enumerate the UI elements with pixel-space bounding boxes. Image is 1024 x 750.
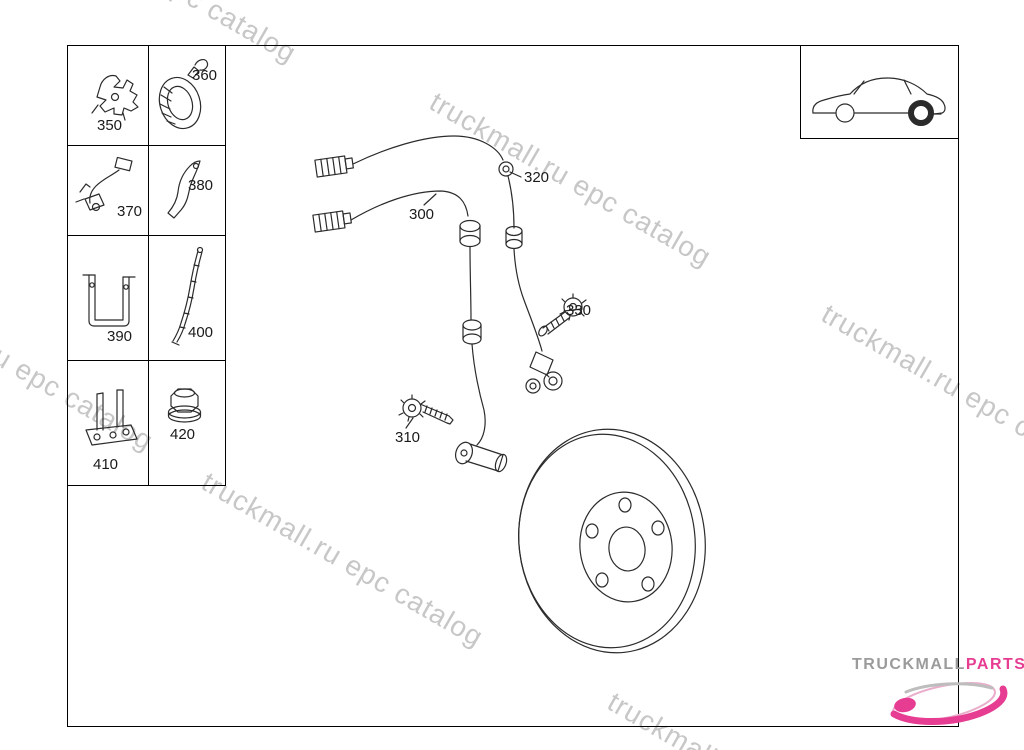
part-number-label: 380	[188, 177, 214, 194]
curved-bracket-sketch-icon	[167, 160, 201, 219]
part-number-label: 390	[107, 328, 133, 345]
part-number-label: 410	[93, 456, 119, 473]
part-cell-420[interactable]: 420	[148, 360, 226, 486]
part-cell-370[interactable]: 370	[67, 145, 149, 236]
part-cell-410[interactable]: 410	[67, 360, 149, 486]
part-number-label: 400	[188, 324, 214, 341]
part-number-label: 370	[117, 203, 143, 220]
parts-panel: 350 360	[67, 45, 226, 486]
flange-nut-sketch-icon	[167, 388, 202, 423]
logo-text-truckmall: TRUCKMALL	[852, 656, 966, 673]
u-bracket-sketch-icon	[82, 274, 136, 327]
callout-310[interactable]: 310	[395, 429, 421, 446]
callout-330[interactable]: 330	[566, 302, 592, 319]
vehicle-thumbnail-box[interactable]	[800, 45, 959, 139]
callout-leader-lines	[405, 171, 583, 429]
sensor-with-cable-sketch-icon	[75, 156, 133, 212]
part-cell-380[interactable]: 380	[148, 145, 226, 236]
part-number-label: 360	[192, 67, 218, 84]
brake-disc-drawing	[518, 428, 706, 654]
logo-text-parts: PARTS	[965, 656, 1024, 673]
part-cell-350[interactable]: 350	[67, 45, 149, 146]
part-number-label: 350	[97, 117, 123, 134]
part-cell-390[interactable]: 390	[67, 235, 149, 361]
callout-320[interactable]: 320	[524, 169, 550, 186]
diagram-frame	[67, 45, 959, 727]
abs-sensor-cable-300-drawing	[312, 190, 508, 473]
cable-strap-sketch-icon	[171, 246, 204, 346]
part-cell-360[interactable]: 360	[148, 45, 226, 146]
car-icon	[812, 77, 946, 126]
mounting-bolt-310-drawing	[398, 394, 454, 425]
parts-diagram	[312, 135, 706, 654]
retaining-clip-sketch-icon	[91, 74, 139, 121]
abs-sensor-cable-320-drawing	[314, 135, 563, 394]
part-number-label: 420	[170, 426, 196, 443]
holder-bracket-sketch-icon	[85, 389, 138, 446]
callout-300[interactable]: 300	[409, 206, 435, 223]
clamp-ring-sketch-icon	[158, 59, 209, 130]
truckmall-logo: TRUCKMALLPARTS	[852, 656, 1024, 674]
part-cell-400[interactable]: 400	[148, 235, 226, 361]
truckmall-logo-swoosh-icon	[890, 681, 1008, 725]
